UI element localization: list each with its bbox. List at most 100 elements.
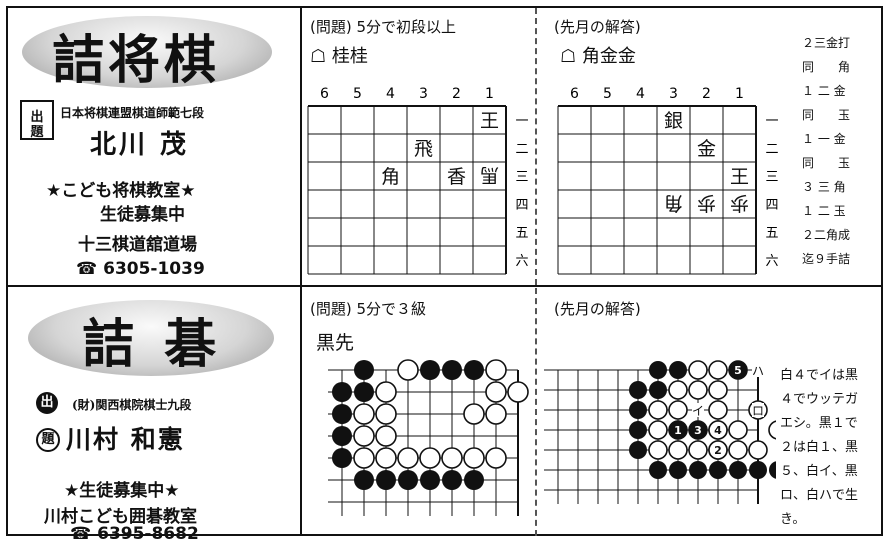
shogi-piece-char: 銀 [664,110,683,132]
marker-bg [752,403,764,417]
board-file-label: 3 [419,86,428,102]
black-stone [332,404,352,424]
black-stone [729,461,747,479]
white-stone [463,447,485,469]
shogi-piece-bg [726,192,753,216]
numbered-stone [688,420,708,440]
numbered-stone [668,420,688,440]
black-stone [629,401,647,419]
go-badge-top: 出 [36,392,58,414]
board-file-label: 2 [702,86,711,102]
shogi-piece: 角 [377,164,404,188]
shogi-piece: 金 [693,136,720,160]
board-file-label: 1 [735,86,744,102]
go-title: 詰 碁 [82,314,223,375]
go-problem-board [328,359,529,516]
point-marker: イ [692,404,704,418]
white-stone [708,360,728,380]
go-explanation-line: ロ、白ハで生 [780,488,859,503]
shogi-piece-bg [660,192,687,216]
go-explanation-line: き。 [780,512,806,527]
black-stone [769,461,776,479]
shogi-author-name: 北川 茂 [90,130,190,160]
shogi-answer-move: １ 一 金 [802,132,846,146]
white-stone [375,403,397,425]
board-file-label: 6 [570,86,579,102]
go-explanation-line: 白４でイは黒 [780,368,859,383]
go-school: 川村こども囲碁教室 [44,507,197,527]
shogi-piece: 王 [476,108,503,132]
black-stone [649,381,667,399]
section-divider [6,285,883,287]
go-title-oval [28,300,274,376]
board-file-label: 5 [603,86,612,102]
shogi-problem-hand-pieces: 桂桂 [331,46,368,67]
go-author-rank: (財)関西棋院棋士九段 [72,398,192,412]
black-stone [649,461,667,479]
stone-number: 3 [694,424,702,437]
shogi-piece-bg [660,108,687,132]
board-rank-label: 三 [765,170,778,185]
shogi-title: 詰将棋 [52,30,221,91]
white-stone [668,380,688,400]
white-stone [375,447,397,469]
black-stone [689,461,707,479]
point-marker: ハ [752,364,764,378]
black-stone [749,461,767,479]
shogi-author-rank: 日本将棋連盟棋道師範七段 [60,106,205,120]
white-stone [485,359,507,381]
white-stone [768,420,776,440]
board-rank-label: 六 [515,254,528,269]
shogi-answer-move: ３ 三 角 [802,180,846,194]
board-file-label: 4 [636,86,645,102]
board-file-label: 5 [353,86,362,102]
hand-pentagon-icon: ☖ [560,46,577,67]
board-rank-label: 六 [765,254,778,269]
white-stone [353,425,375,447]
shogi-piece: 歩 [726,192,753,216]
phone-icon: ☎ [76,259,98,279]
shogi-piece-bg [476,108,503,132]
white-stone [375,425,397,447]
shogi-piece: 香 [443,164,470,188]
go-problem-heading: (問題) 5分で３級 [310,300,427,318]
go-explanation-line: エシ。黒１で [780,416,858,431]
white-stone [728,420,748,440]
white-stone [397,359,419,381]
white-stone [419,447,441,469]
stone-number: 4 [714,424,722,437]
board-rank-label: 三 [515,170,528,185]
phone-icon: ☎ [70,524,92,544]
shogi-answer-move: 同 角 [802,60,851,74]
shogi-answer-move: ２三金打 [802,36,851,50]
shogi-piece-bg [443,164,470,188]
shogi-piece-char: 王 [730,166,749,188]
shogi-piece: 飛 [410,136,437,160]
hand-pentagon-icon: ☖ [310,46,327,67]
board-file-label: 2 [452,86,461,102]
shogi-piece-bg [726,164,753,188]
badge-top-char: 出 [30,110,44,125]
shogi-piece-bg [377,164,404,188]
white-stone [441,447,463,469]
shogi-phone: 6305-1039 [103,259,205,279]
black-stone [629,381,647,399]
white-stone [648,420,668,440]
black-stone [376,470,396,490]
go-author-name: 川村 和憲 [66,425,185,454]
shogi-answer-move: 迄９手詰 [802,252,851,266]
board-file-label: 1 [485,86,494,102]
white-stone [463,403,485,425]
board-file-label: 4 [386,86,395,102]
board-rank-label: 五 [515,226,528,241]
black-stone [709,461,727,479]
board-rank-label: 五 [765,226,778,241]
stone-number: 5 [734,364,742,377]
shogi-problem-heading: (問題) 5分で初段以上 [310,18,457,36]
shogi-problem-hand: ☖ 桂桂 [310,42,368,68]
black-stone [649,361,667,379]
shogi-answer-hand: ☖ 角金金 [560,42,636,68]
white-stone [708,400,728,420]
go-badge-bottom: 題 [36,428,60,452]
white-stone [485,381,507,403]
